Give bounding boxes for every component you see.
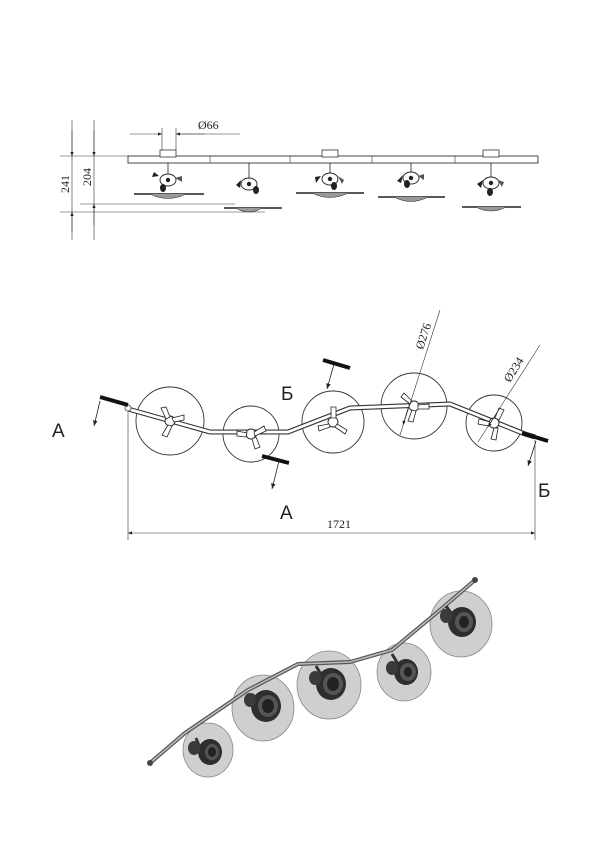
isometric-view: [147, 577, 493, 778]
lamp-head: [188, 737, 222, 765]
spot-fixture-top: [236, 425, 267, 450]
lamp-head: [386, 653, 418, 685]
lamp-head: [244, 690, 281, 722]
section-label-a-left: А: [52, 421, 65, 442]
dim-height-241-label: 241: [58, 175, 72, 193]
section-mark-b-right: [521, 431, 549, 467]
spot-lamp: [296, 163, 364, 198]
dim-diameter-66-label: Ø66: [198, 118, 219, 132]
spot-lamp: [224, 163, 282, 213]
dim-diameter-276-label: Ø276: [413, 321, 435, 351]
section-label-b-top: Б: [281, 384, 293, 405]
dim-diameter-234-label: Ø234: [501, 355, 527, 385]
top-view: Ø276 Ø234 А Б Б: [52, 309, 550, 540]
diameter-66-dimension: Ø66: [130, 118, 240, 150]
lamp-head: [309, 665, 346, 700]
section-label-a-bottom: А: [280, 503, 293, 524]
spot-lamp: [134, 163, 204, 199]
spot-lamp: [462, 163, 521, 212]
dim-height-204-label: 204: [80, 168, 94, 186]
front-view: Ø66 241 204: [58, 118, 539, 240]
spot-lamp: [378, 163, 445, 202]
spot-fixture-top: [400, 392, 430, 423]
section-label-b-right: Б: [538, 481, 550, 502]
ceiling-canopy: [321, 149, 339, 158]
spot-fixture-top: [317, 406, 348, 435]
section-mark-a-bottom: [261, 454, 290, 490]
height-dimensions: 241 204: [58, 120, 265, 240]
ceiling-canopy: [159, 149, 177, 158]
length-1721-dimension: 1721: [127, 412, 536, 540]
section-mark-b-top: [322, 358, 351, 390]
ceiling-canopy: [482, 149, 500, 158]
dim-length-1721-label: 1721: [327, 517, 351, 531]
lamp-head: [440, 605, 476, 637]
rail-iso: [149, 579, 476, 764]
section-mark-a: [93, 395, 129, 427]
spot-fixture-top: [160, 406, 185, 438]
